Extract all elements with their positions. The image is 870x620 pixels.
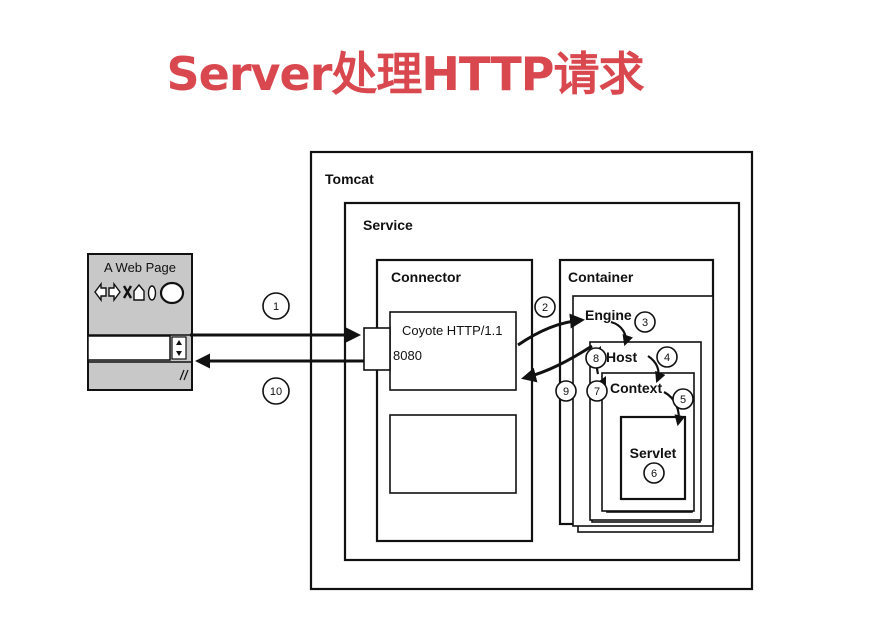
step-5: 5 [672,388,694,410]
scroll-up-icon[interactable] [176,340,182,345]
coyote-box [389,311,517,391]
connector-box [375,258,534,543]
step-1: 1 [262,292,290,320]
slide-title: Server处理HTTP请求 [166,47,645,101]
svg-text:9: 9 [563,386,569,398]
tomcat-label: Tomcat [325,171,374,187]
coyote-protocol: Coyote HTTP/1.1 [402,323,502,338]
second-processor-box [389,414,517,494]
arrow-engine-to-connector [521,344,593,383]
browser-search-icon [159,281,185,305]
svg-text:1: 1 [273,301,279,313]
browser-refresh-icon [147,285,157,301]
step-2: 2 [534,296,556,318]
arrow-host-to-context [647,355,666,384]
svg-text:4: 4 [664,352,670,364]
connector-port: 8080 [393,348,422,363]
browser-back-icon [94,281,107,303]
svg-text:6: 6 [651,468,657,480]
browser-forward-icon [108,281,121,303]
arrow-connector-to-engine [517,313,585,347]
resize-grip-icon [179,369,189,381]
scrollbar[interactable] [171,336,187,360]
scroll-down-icon[interactable] [176,351,182,356]
svg-text:7: 7 [594,386,600,398]
svg-text:8: 8 [593,353,599,365]
step-10: 10 [262,377,290,405]
step-8: 8 [585,347,607,369]
step-4: 4 [656,346,678,368]
web-page-caption: A Web Page [104,260,176,275]
step-6: 6 [643,462,665,484]
browser-home-icon [133,283,145,301]
browser-stop-icon [122,285,133,299]
servlet-box [619,415,687,501]
web-page-window: A Web Page [87,253,193,391]
svg-text:2: 2 [542,302,548,314]
host-label: Host [606,349,637,365]
connector-label: Connector [391,269,462,285]
port-socket [363,327,391,371]
svg-text:3: 3 [642,317,648,329]
container-label: Container [568,269,634,285]
step-7: 7 [586,380,608,402]
svg-text:5: 5 [680,394,686,406]
step-9: 9 [555,380,577,402]
servlet-label: Servlet [630,445,677,461]
engine-label: Engine [585,307,632,323]
svg-text:10: 10 [270,386,282,398]
service-label: Service [363,217,413,233]
arrow-engine-to-host [610,320,633,347]
context-label: Context [610,380,662,396]
step-3: 3 [634,311,656,333]
